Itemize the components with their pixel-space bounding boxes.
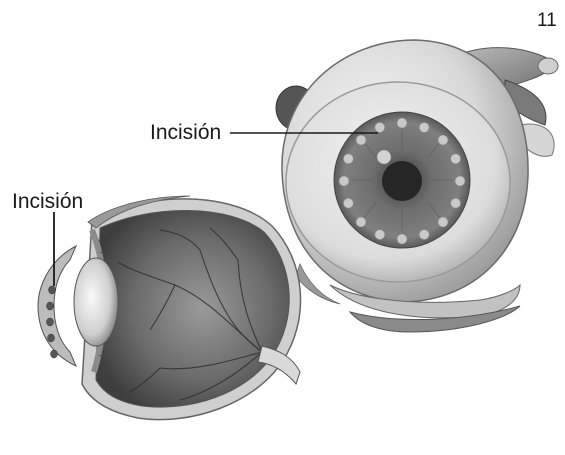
page-number: 11 (537, 11, 557, 30)
incision-dot (419, 122, 429, 132)
external-eyeball (276, 40, 558, 332)
lens (74, 258, 118, 346)
incision-dot (451, 154, 461, 164)
incision-dot (438, 217, 448, 227)
incision-dot (343, 154, 353, 164)
incision-dot (356, 135, 366, 145)
incision-dot (339, 176, 349, 186)
highlight-dot (377, 150, 391, 164)
incision-dot (451, 198, 461, 208)
incision-dot (419, 230, 429, 240)
cornea-section (38, 246, 76, 366)
incision-dot (356, 217, 366, 227)
incision-dot (343, 198, 353, 208)
incision-dot (438, 135, 448, 145)
incision-dot (455, 176, 465, 186)
incision-dot (397, 234, 407, 244)
incision-label-section: Incisión (12, 191, 83, 212)
tendon-tip (538, 58, 558, 74)
incision-label-top: Incisión (150, 122, 221, 143)
incision-dot (375, 230, 385, 240)
incision-dot (375, 122, 385, 132)
incision-dot (397, 118, 407, 128)
pupil (382, 161, 422, 201)
sectional-eye (38, 196, 301, 420)
